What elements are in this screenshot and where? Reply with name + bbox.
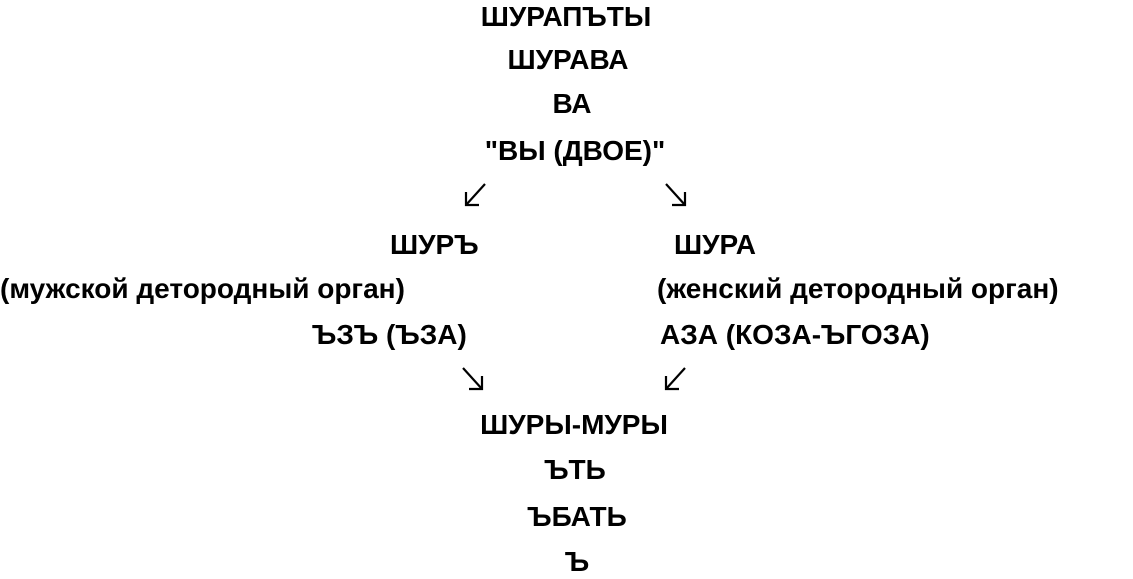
left-title: ШУРЪ [390,229,479,260]
bottom-word-3: ЪБАТЬ [527,501,627,532]
arrow-down-right-icon [458,364,488,394]
bottom-word-4: Ъ [564,546,590,577]
right-title: ШУРА [674,229,756,260]
top-word-4: "ВЫ (ДВОЕ)" [484,135,666,166]
top-word-2: ШУРАВА [507,44,629,75]
bottom-word-2: ЪТЬ [544,454,606,485]
left-variant: ЪЗЪ (ЪЗА) [312,319,467,350]
arrow-down-left-icon [461,180,491,210]
right-gloss: (женский детородный орган) [657,273,1059,304]
right-variant: АЗА (КОЗА-ЪГОЗА) [660,319,930,350]
bottom-word-1: ШУРЫ-МУРЫ [480,409,668,440]
top-word-1: ШУРАПЪТЫ [480,1,652,32]
top-word-3: ВА [552,88,592,119]
arrow-down-left-icon [661,364,691,394]
left-gloss: (мужской детородный орган) [0,273,405,304]
arrow-down-right-icon [661,180,691,210]
